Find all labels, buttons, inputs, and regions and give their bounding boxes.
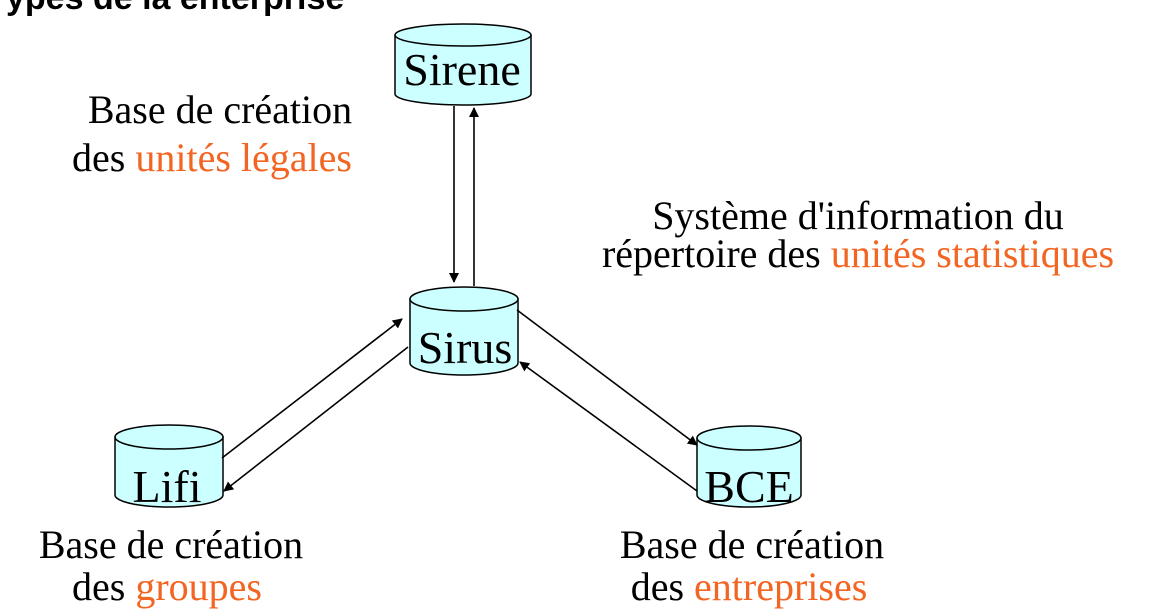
bce-caption-line2: des entreprises: [631, 564, 868, 609]
sirene-cylinder-body: [394, 34, 532, 106]
sirus-caption-accent: unités statistiques: [831, 231, 1114, 276]
sirene-cylinder-top: [394, 23, 532, 47]
sirene-caption-line2: des unités légales: [72, 135, 352, 180]
bce-database: BCE: [696, 425, 802, 512]
lifi-caption-prefix: des: [72, 564, 135, 609]
sirus-caption: Système d'information du répertoire des …: [602, 193, 1114, 276]
lifi-caption-line2: des groupes: [72, 564, 262, 609]
sirene-caption-accent: unités légales: [135, 135, 352, 180]
bce-cylinder-body: [696, 437, 802, 508]
bce-caption: Base de création des entreprises: [620, 522, 884, 609]
arrow-lifi-to-sirus: [221, 318, 403, 459]
sirus-label: Sirus: [418, 322, 513, 373]
bce-caption-line1: Base de création: [620, 522, 884, 567]
lifi-label: Lifi: [133, 461, 202, 512]
sirene-caption: Base de création des unités légales: [72, 87, 352, 180]
arrow-sirus-to-bce: [516, 309, 698, 446]
arrow-bce-to-sirus: [519, 361, 698, 492]
sirus-cylinder-body: [409, 298, 519, 376]
lifi-caption: Base de création des groupes: [39, 522, 303, 609]
sirus-database: Sirus: [409, 286, 519, 376]
lifi-cylinder-body: [114, 436, 224, 508]
sirus-caption-line2: répertoire des unités statistiques: [602, 231, 1114, 276]
bce-caption-accent: entreprises: [694, 564, 867, 609]
lifi-database: Lifi: [114, 424, 224, 512]
lifi-caption-line1: Base de création: [39, 522, 303, 567]
bce-label: BCE: [704, 461, 793, 512]
sirene-caption-prefix: des: [72, 135, 135, 180]
sirus-cylinder-top: [409, 286, 519, 312]
lifi-caption-accent: groupes: [135, 564, 262, 609]
sirene-database: Sirene: [394, 23, 532, 106]
lifi-cylinder-top: [114, 424, 224, 450]
sirus-caption-prefix: répertoire des: [602, 231, 831, 276]
sirene-label: Sirene: [403, 44, 521, 95]
bce-caption-prefix: des: [631, 564, 694, 609]
bce-cylinder-top: [696, 425, 802, 451]
page-heading: ypes de la enterprise: [6, 0, 344, 17]
arrow-sirus-to-lifi: [223, 346, 409, 492]
sirus-caption-line1: Système d'information du: [652, 193, 1064, 238]
sirene-caption-line1: Base de création: [88, 87, 352, 132]
